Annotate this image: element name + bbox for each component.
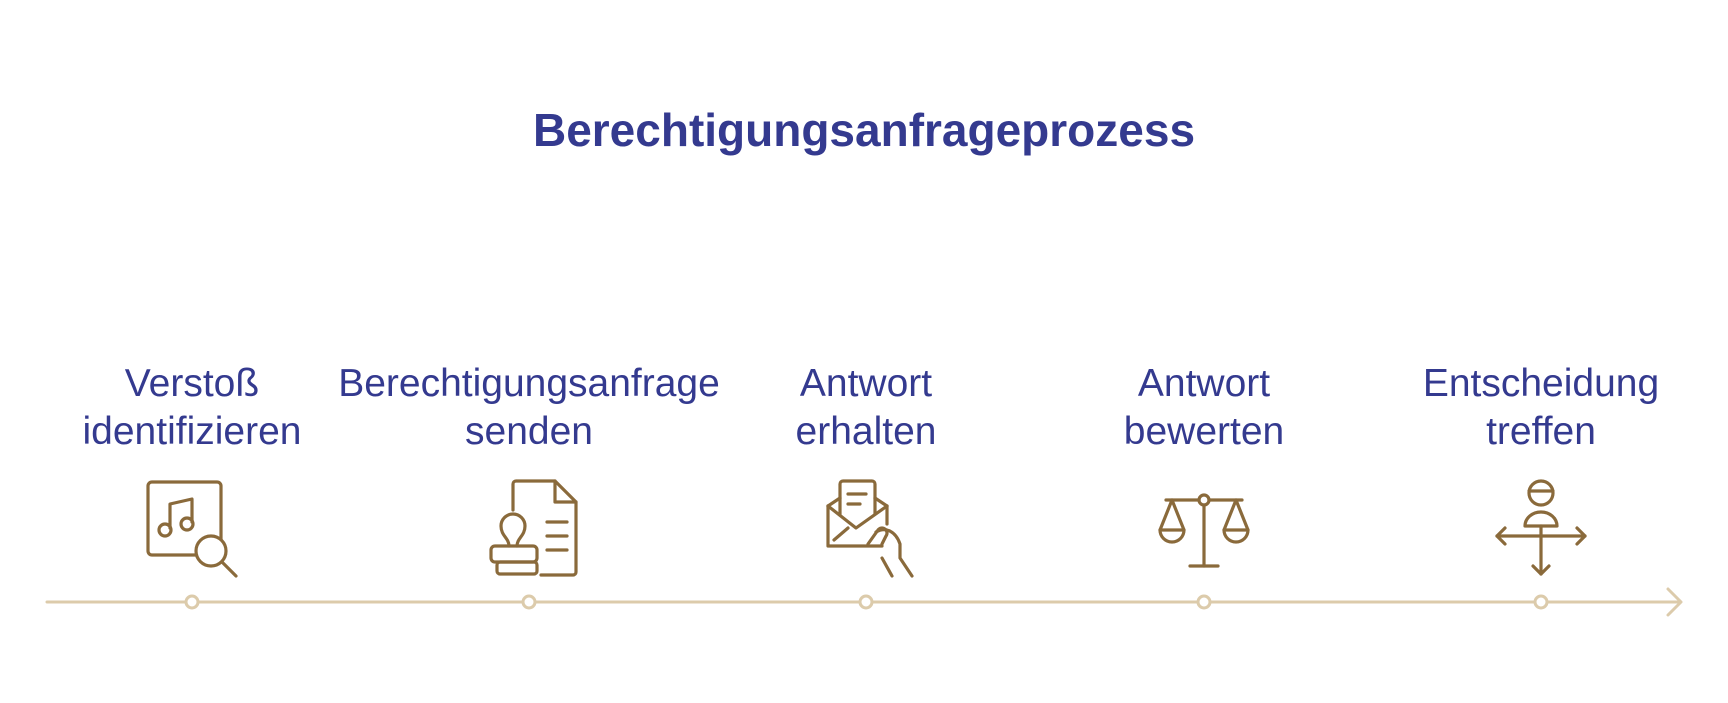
timeline-node [858, 594, 874, 610]
step-label: Verstoß identifizieren [82, 362, 302, 453]
hand-envelope-icon [816, 474, 916, 584]
stamp-document-icon [479, 474, 579, 584]
timeline-node [184, 594, 200, 610]
music-document-search-icon [142, 474, 242, 584]
timeline-node [521, 594, 537, 610]
step-label: Antwort bewerten [1123, 362, 1285, 453]
person-crossroads-icon [1491, 474, 1591, 584]
step-label: Antwort erhalten [795, 362, 937, 453]
timeline-node [1533, 594, 1549, 610]
page-title: Berechtigungsanfrageprozess [532, 104, 1196, 156]
timeline-node [1196, 594, 1212, 610]
balance-scale-icon [1154, 474, 1254, 584]
timeline-arrowhead [1666, 587, 1683, 617]
step-label: Entscheidung treffen [1422, 362, 1660, 453]
step-label: Berechtigungsanfrage senden [338, 362, 720, 453]
